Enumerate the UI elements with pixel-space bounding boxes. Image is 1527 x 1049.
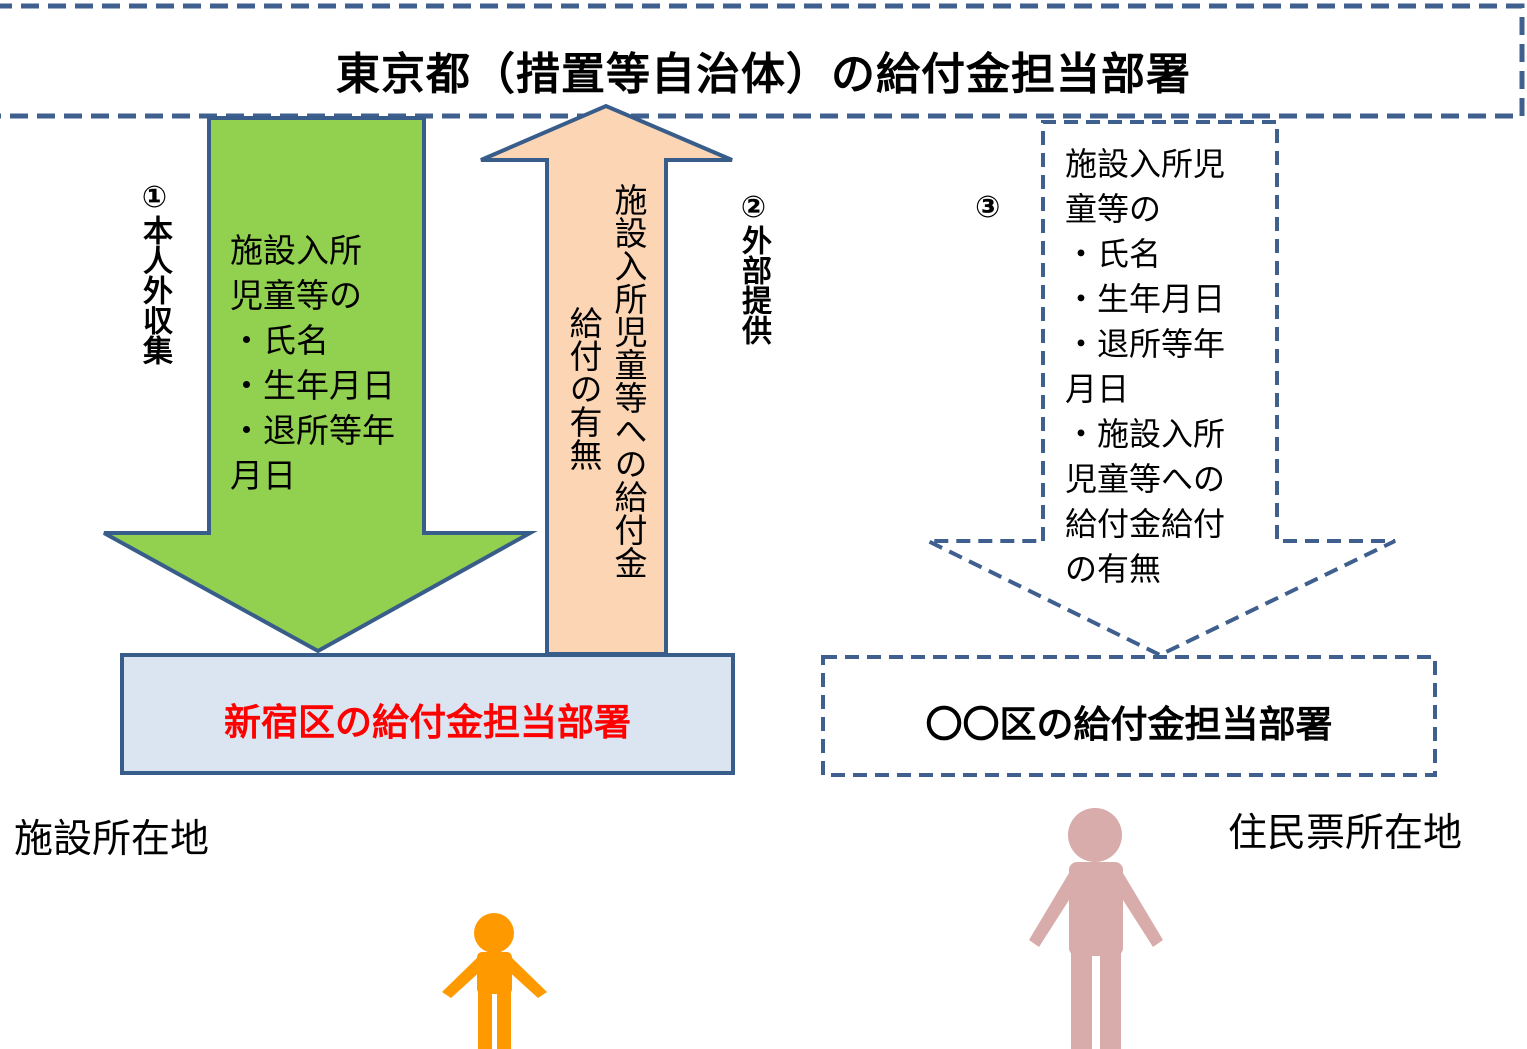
- tokyo-office-title: 東京都（措置等自治体）の給付金担当部署: [336, 49, 1191, 100]
- shinjuku-office-box: [120, 653, 735, 775]
- notification-arrow: [927, 120, 1396, 658]
- provision-label: ②外部提供: [736, 190, 771, 345]
- resident-person-icon: [1029, 808, 1163, 1049]
- collection-arrow: [103, 116, 538, 654]
- other-office-label: 〇〇区の給付金担当部署: [925, 703, 1333, 746]
- collection-items: 施設入所 児童等の ・氏名 ・生年月日 ・退所等年 月日: [230, 231, 395, 495]
- provision-text-col1: 施設入所児童等への給付金: [609, 183, 648, 579]
- collection-label: ①本人外収集: [137, 180, 172, 365]
- other-office-box: [821, 655, 1437, 777]
- notification-label: ③: [975, 190, 1001, 225]
- provision-text-col2: 給付の有無: [564, 306, 603, 471]
- provision-arrow: [480, 103, 733, 656]
- facility-location-label: 施設所在地: [14, 817, 210, 862]
- child-person-icon: [442, 913, 547, 1049]
- shinjuku-office-label: 新宿区の給付金担当部署: [224, 701, 631, 744]
- tokyo-office-box: [0, 3, 1525, 119]
- residence-location-label: 住民票所在地: [1228, 811, 1463, 856]
- notification-items: 施設入所児 童等の ・氏名 ・生年月日 ・退所等年 月日 ・施設入所 児童等への…: [1065, 145, 1226, 588]
